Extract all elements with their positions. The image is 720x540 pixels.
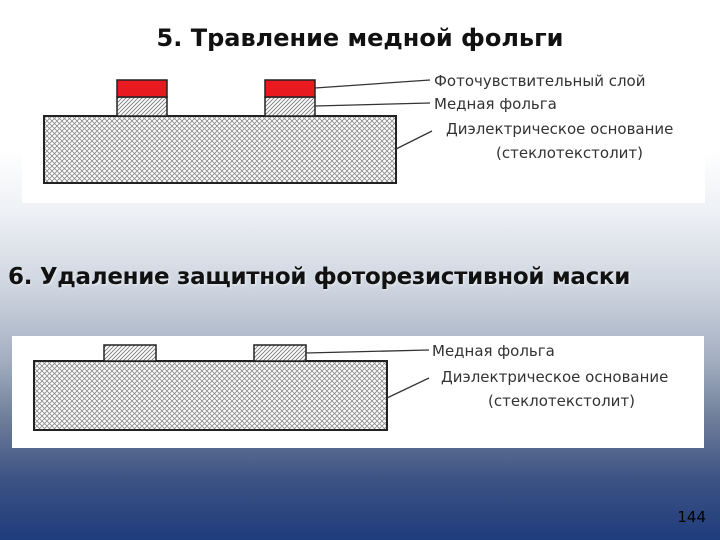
etching-diagram: Фоточувствительный слой Медная фольга Ди… — [43, 72, 673, 184]
etching-diagram-panel: Фоточувствительный слой Медная фольга Ди… — [22, 66, 705, 203]
copper-foil-left — [116, 96, 168, 117]
label-copper-foil: Медная фольга — [434, 95, 557, 113]
mask-removal-diagram-panel: Медная фольга Диэлектрическое основание … — [12, 336, 704, 448]
leader-photoresist — [314, 79, 431, 89]
label-substrate-material: (стеклотекстолит) — [488, 392, 635, 410]
label-substrate: Диэлектрическое основание — [441, 368, 668, 386]
label-substrate: Диэлектрическое основание — [446, 120, 673, 138]
photoresist-left — [116, 79, 168, 98]
page-number: 144 — [677, 508, 706, 526]
step-5-title: 5. Травление медной фольги — [156, 24, 564, 52]
step-6-title: 6. Удаление защитной фоторезистивной мас… — [8, 264, 631, 290]
leader-substrate — [386, 377, 430, 399]
substrate-block — [33, 360, 388, 431]
photoresist-right — [264, 79, 316, 98]
label-copper-foil: Медная фольга — [432, 342, 555, 360]
leader-copper — [314, 102, 431, 107]
label-photoresist: Фоточувствительный слой — [434, 72, 645, 90]
leader-substrate — [395, 130, 433, 150]
copper-foil-right — [253, 344, 307, 362]
mask-removal-diagram: Медная фольга Диэлектрическое основание … — [33, 342, 668, 431]
substrate-block — [43, 115, 397, 184]
copper-foil-right — [264, 96, 316, 117]
leader-copper — [305, 349, 430, 354]
copper-foil-left — [103, 344, 157, 362]
label-substrate-material: (стеклотекстолит) — [496, 144, 643, 162]
